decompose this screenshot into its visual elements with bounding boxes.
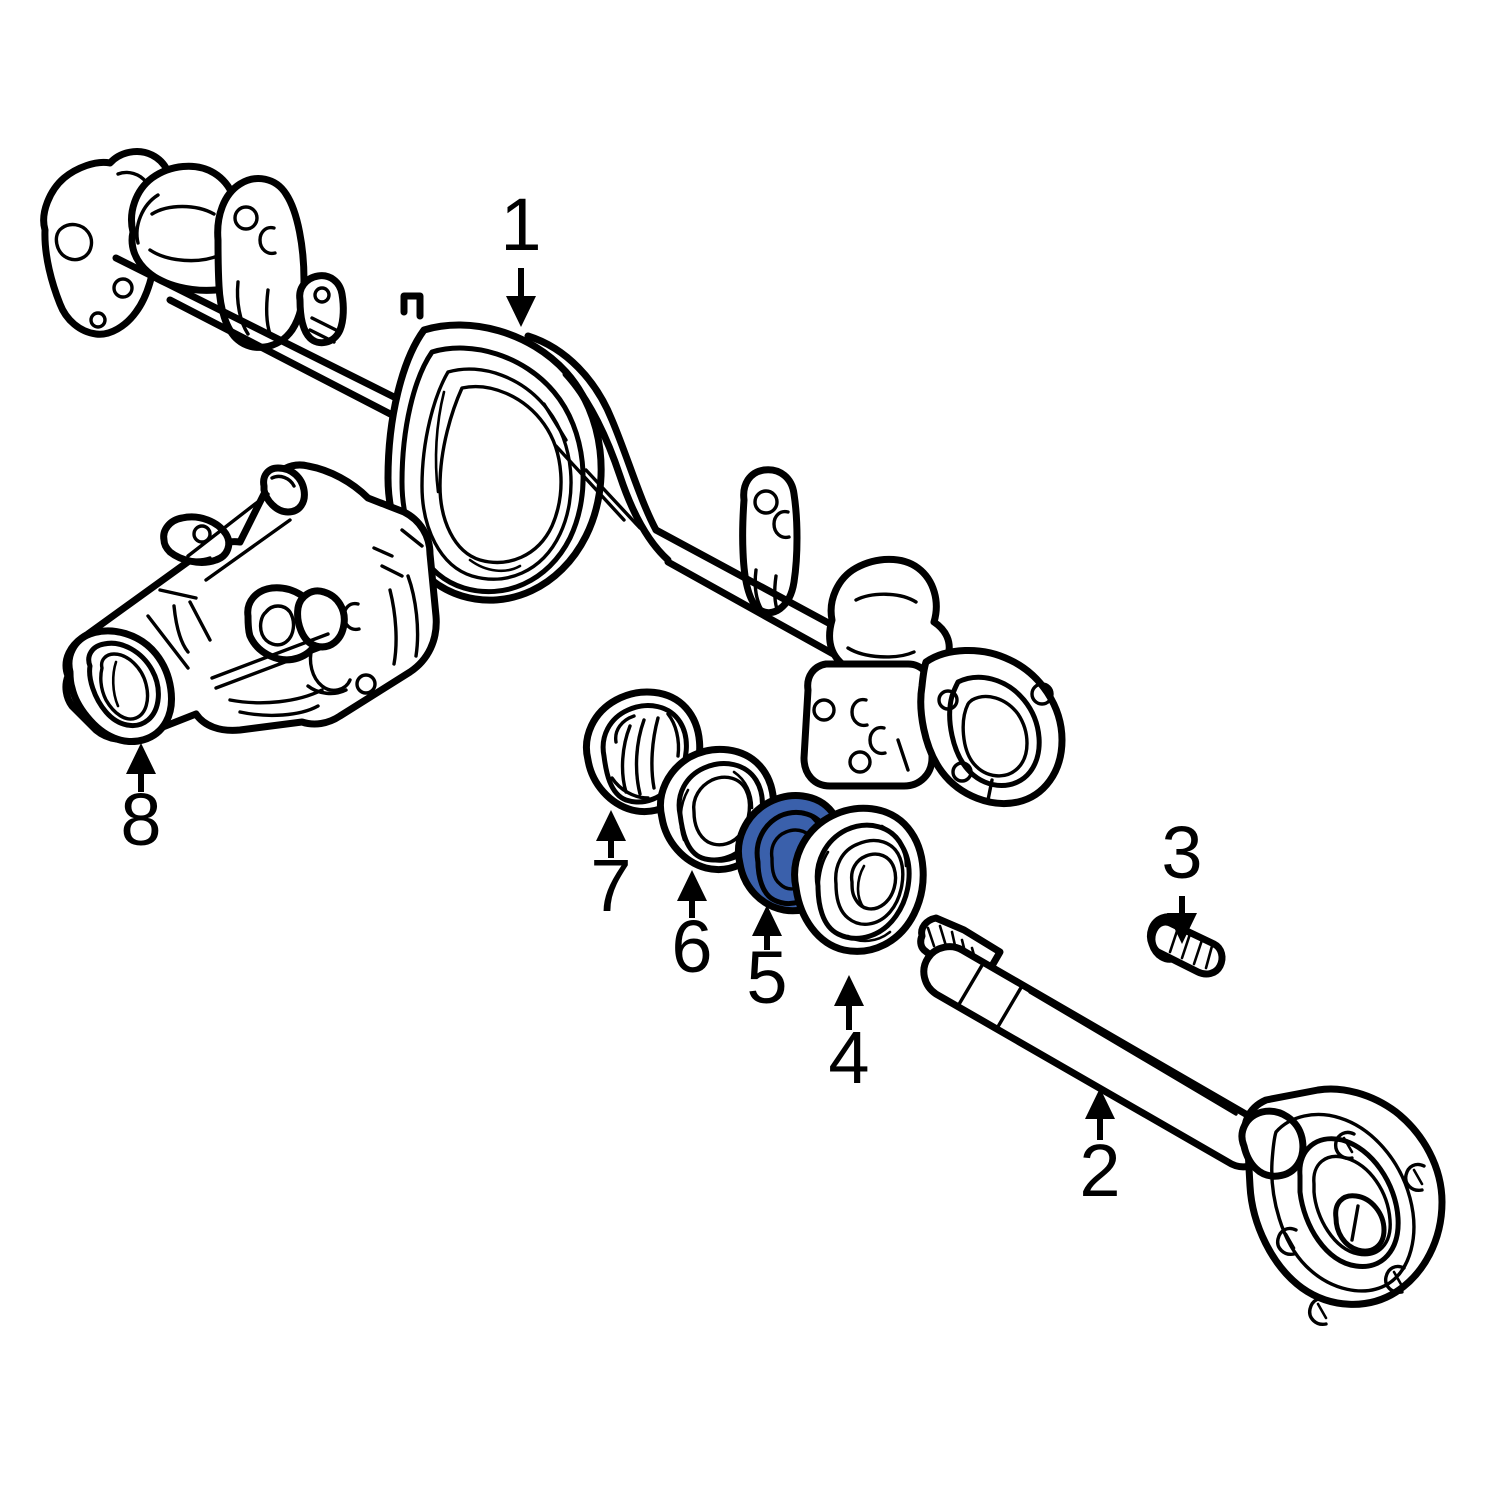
callout-5-number: 5: [746, 936, 787, 1019]
callout-6-number: 6: [671, 905, 712, 988]
part-axle-shaft[interactable]: [917, 914, 1446, 1326]
part-axle-housing[interactable]: [40, 148, 1066, 807]
callout-3-number: 3: [1161, 811, 1202, 894]
callout-8-number: 8: [120, 778, 161, 861]
callout-6[interactable]: 6: [671, 870, 713, 988]
callout-2[interactable]: 2: [1079, 1088, 1121, 1212]
wheel-stud-holes: [1276, 1130, 1426, 1326]
callout-8[interactable]: 8: [120, 743, 162, 861]
callout-4[interactable]: 4: [828, 975, 870, 1099]
callout-1[interactable]: 1: [500, 183, 542, 327]
callout-1-number: 1: [500, 183, 541, 266]
callout-2-number: 2: [1079, 1129, 1120, 1212]
callout-5[interactable]: 5: [746, 905, 788, 1019]
callout-4-number: 4: [828, 1016, 869, 1099]
callout-3[interactable]: 3: [1161, 811, 1203, 944]
callout-layer: 1 2 3 4 5: [120, 183, 1202, 1212]
callout-7[interactable]: 7: [590, 810, 632, 927]
callout-7-number: 7: [590, 844, 631, 927]
part-axle-shaft-bearing[interactable]: [791, 804, 927, 955]
part-differential-carrier[interactable]: [62, 461, 440, 745]
